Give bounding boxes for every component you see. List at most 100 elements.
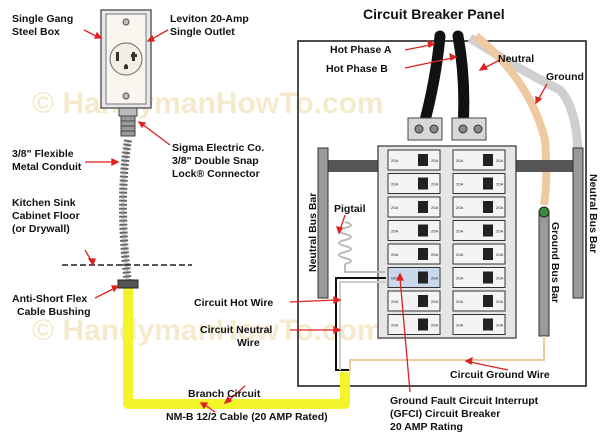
breaker-handle bbox=[418, 248, 428, 260]
breaker-handle bbox=[483, 201, 493, 213]
breaker-handle bbox=[418, 177, 428, 190]
nm-b-cable bbox=[123, 284, 350, 409]
breaker-handle bbox=[418, 271, 428, 284]
label-connector-2: 3/8" Double Snap bbox=[172, 155, 259, 167]
outlet-face bbox=[109, 42, 143, 76]
circuit-hot-wire bbox=[335, 277, 386, 371]
circuit-neutral-wire bbox=[339, 281, 386, 370]
breaker-rating-label: 20A bbox=[496, 158, 503, 163]
label-bushing-1: Anti-Short Flex bbox=[12, 293, 87, 305]
label-circuit-neutral-1: Circuit Neutral bbox=[200, 324, 272, 336]
breaker-label: 20A bbox=[456, 158, 463, 163]
ground-screw-icon bbox=[538, 206, 550, 218]
breaker-rating-label: 20A bbox=[431, 276, 438, 281]
label-ground: Ground bbox=[546, 71, 584, 83]
breaker-rating-label: 20A bbox=[431, 299, 438, 304]
label-floor-3: (or Drywall) bbox=[12, 223, 70, 235]
label-cable: NM-B 12/2 Cable (20 AMP Rated) bbox=[166, 411, 328, 423]
label-connector-3: Lock® Connector bbox=[172, 168, 260, 180]
breaker-rating-label: 20A bbox=[431, 182, 438, 187]
hot-phase-b-wire bbox=[452, 30, 470, 134]
breaker-handle bbox=[418, 154, 428, 166]
label-box-1: Single Gang bbox=[12, 13, 73, 25]
breaker-label: 20A bbox=[391, 158, 398, 163]
anti-short-bushing bbox=[117, 279, 139, 289]
breaker-label: 20A bbox=[391, 252, 398, 257]
breaker-label: 20A bbox=[456, 205, 463, 210]
label-hot-phase-b: Hot Phase B bbox=[326, 63, 388, 75]
bottom-screw-icon bbox=[122, 92, 130, 100]
breaker-rating-label: 20A bbox=[496, 299, 503, 304]
breaker-label: 20A bbox=[456, 276, 463, 281]
breaker-label: 20A bbox=[456, 252, 463, 257]
breaker-label: 20A bbox=[456, 229, 463, 234]
breaker-handle bbox=[483, 318, 493, 331]
breaker-handle bbox=[483, 295, 493, 307]
breaker-handle bbox=[418, 201, 428, 213]
snap-lock-connector bbox=[118, 107, 138, 117]
breaker-handle bbox=[483, 271, 493, 284]
label-connector-1: Sigma Electric Co. bbox=[172, 142, 264, 154]
circuit-ground-wire bbox=[349, 336, 545, 372]
breaker-rating-label: 20A bbox=[496, 252, 503, 257]
breaker-handle bbox=[418, 295, 428, 307]
label-floor-1: Kitchen Sink bbox=[12, 197, 76, 209]
label-gfci-1: Ground Fault Circuit Interrupt bbox=[390, 395, 539, 407]
gfci-breaker-label: GFCI bbox=[391, 276, 401, 281]
breaker-handle bbox=[483, 248, 493, 260]
ground-bus-bar bbox=[538, 211, 550, 337]
pigtail-wire bbox=[344, 264, 385, 273]
watermark-top: © HandymanHowTo.com bbox=[32, 87, 384, 120]
breaker-label: 20A bbox=[391, 299, 398, 304]
label-neutral-bus-left: Neutral Bus Bar bbox=[307, 193, 319, 272]
label-branch: Branch Circuit bbox=[188, 388, 261, 400]
breaker-handle bbox=[418, 318, 428, 331]
neutral-bus-bar-right bbox=[572, 147, 584, 299]
breaker-rating-label: 20A bbox=[496, 229, 503, 234]
breaker-label: 20A bbox=[391, 229, 398, 234]
top-screw-icon bbox=[122, 18, 130, 26]
breaker-rating-label: 20A bbox=[431, 229, 438, 234]
label-conduit-2: Metal Conduit bbox=[12, 161, 82, 173]
label-conduit-1: 3/8" Flexible bbox=[12, 148, 74, 160]
breaker-label: 20A bbox=[391, 205, 398, 210]
breaker-label: 20A bbox=[456, 323, 463, 328]
label-floor-2: Cabinet Floor bbox=[12, 210, 80, 222]
label-bushing-2: Cable Bushing bbox=[17, 306, 91, 318]
breaker-handle bbox=[483, 154, 493, 166]
label-box-2: Steel Box bbox=[12, 26, 60, 38]
breaker-handle bbox=[483, 224, 493, 237]
label-circuit-hot: Circuit Hot Wire bbox=[194, 297, 273, 309]
label-pigtail: Pigtail bbox=[334, 203, 366, 215]
label-circuit-ground: Circuit Ground Wire bbox=[450, 369, 550, 381]
label-neutral-bus-right: Neutral Bus Bar bbox=[587, 174, 599, 253]
callout-arrows bbox=[83, 29, 548, 413]
service-ground-wire bbox=[473, 32, 551, 206]
breaker-label: 20A bbox=[391, 182, 398, 187]
breaker-rating-label: 20A bbox=[431, 323, 438, 328]
breaker-label: 20A bbox=[391, 323, 398, 328]
panel-title: Circuit Breaker Panel bbox=[363, 6, 505, 22]
neutral-bus-bar-left bbox=[317, 147, 329, 299]
breaker-label: 20A bbox=[456, 182, 463, 187]
breaker-handle bbox=[483, 177, 493, 190]
label-hot-phase-a: Hot Phase A bbox=[330, 44, 392, 56]
label-outlet-1: Leviton 20-Amp bbox=[170, 13, 249, 25]
breaker-rating-label: 20A bbox=[431, 205, 438, 210]
label-circuit-neutral-2: Wire bbox=[237, 337, 260, 349]
breaker-rating-label: 20A bbox=[431, 252, 438, 257]
breaker-rating-label: 20A bbox=[496, 276, 503, 281]
breaker-label: 20A bbox=[456, 299, 463, 304]
pigtail-coil bbox=[338, 221, 352, 265]
breaker-rating-label: 20A bbox=[496, 323, 503, 328]
label-outlet-2: Single Outlet bbox=[170, 26, 235, 38]
breaker-rating-label: 20A bbox=[431, 158, 438, 163]
hot-phase-a-wire bbox=[417, 30, 446, 134]
label-gfci-3: 20 AMP Rating bbox=[390, 421, 463, 433]
main-lug-a bbox=[407, 117, 443, 141]
breaker-rating-label: 20A bbox=[496, 205, 503, 210]
label-gfci-2: (GFCI) Circuit Breaker bbox=[390, 408, 500, 420]
main-lug-b bbox=[451, 117, 487, 141]
